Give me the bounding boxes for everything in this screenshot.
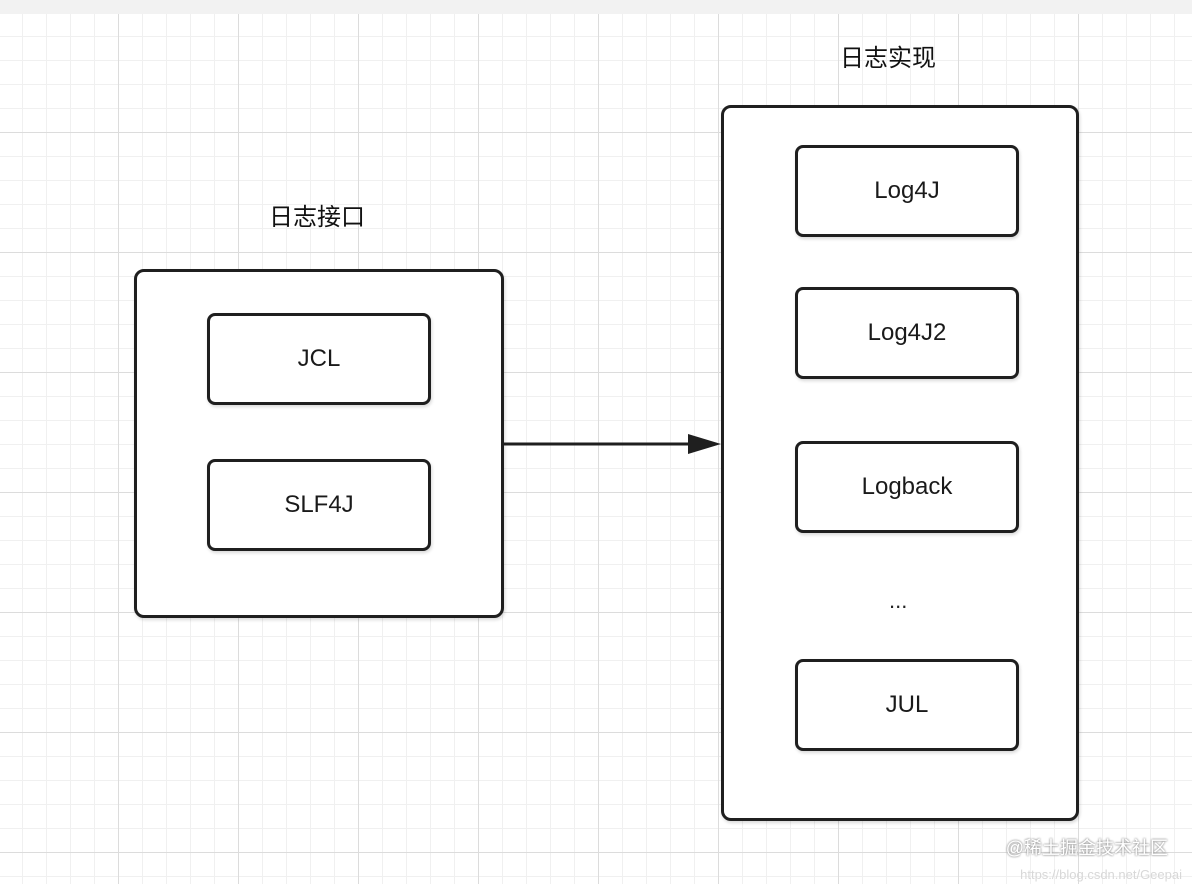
top-strip — [0, 0, 1192, 14]
implementation-node-log4j2: Log4J2 — [795, 287, 1019, 379]
watermark-url: https://blog.csdn.net/Geepai — [1020, 867, 1182, 882]
implementation-ellipsis: ... — [889, 588, 908, 613]
watermark-text: @稀土掘金技术社区 — [1005, 838, 1168, 858]
implementation-node-jul: JUL — [795, 659, 1019, 751]
implementation-node-logback: Logback — [795, 441, 1019, 533]
interface-group-title: 日志接口 — [269, 204, 365, 231]
implementation-group-title: 日志实现 — [840, 45, 936, 72]
interface-node-slf4j: SLF4J — [207, 459, 431, 551]
implementation-node-log4j: Log4J — [795, 145, 1019, 237]
interface-node-jcl: JCL — [207, 313, 431, 405]
arrow-head — [688, 434, 721, 454]
